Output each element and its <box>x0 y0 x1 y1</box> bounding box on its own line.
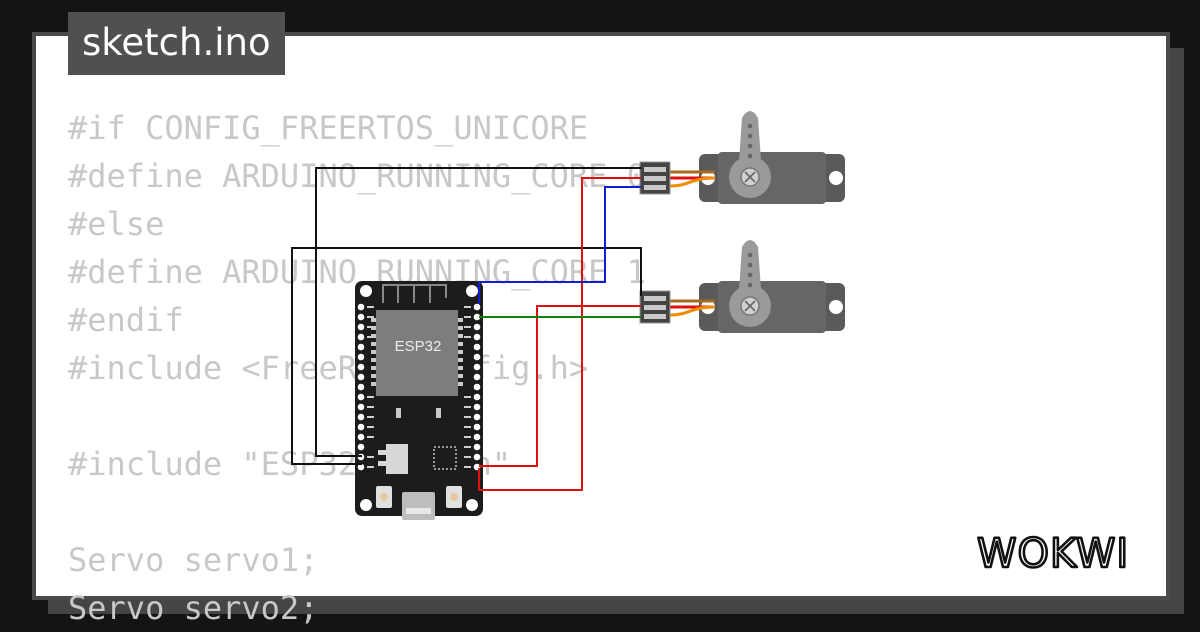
mount-hole <box>466 499 478 511</box>
mount-hole <box>360 499 372 511</box>
servo-2-cable <box>669 299 716 317</box>
pin-header-right <box>473 303 481 471</box>
usb-serial-chip <box>433 446 457 470</box>
servo-mount-hole <box>829 171 843 185</box>
wokwi-logo-text: WOKWI <box>977 531 1129 577</box>
voltage-regulator <box>386 444 408 474</box>
code-line: #else <box>68 205 165 243</box>
code-line: #if CONFIG_FREERTOS_UNICORE <box>68 109 589 147</box>
wire-power-servo-2 <box>479 305 641 467</box>
servo-mount-hole <box>829 300 843 314</box>
wokwi-logo-mark: WOKWI <box>976 530 1130 579</box>
mount-hole <box>466 285 478 297</box>
servo-motor-2[interactable] <box>699 240 845 333</box>
code-line: Servo servo2; <box>68 589 319 627</box>
code-line: Servo servo1; <box>68 541 319 579</box>
micro-usb-port <box>402 492 435 520</box>
esp32-chip-label: ESP32 <box>395 338 442 355</box>
antenna-trace <box>382 284 447 303</box>
file-tab[interactable]: sketch.ino <box>68 12 285 75</box>
pin-silkscreen <box>367 306 471 468</box>
code-line: #endif <box>68 301 184 339</box>
servo-motor-1[interactable] <box>699 111 845 204</box>
wire-ground-servo-1 <box>315 167 641 457</box>
module-pads <box>371 318 463 418</box>
wire-power-servo-1 <box>478 177 641 491</box>
wire-ground-servo-2 <box>291 247 642 465</box>
esp32-board[interactable]: ESP32 <box>355 281 483 520</box>
pin-header-left <box>357 303 365 471</box>
wokwi-logo: WOKWI <box>975 527 1155 579</box>
mount-hole <box>360 285 372 297</box>
servo-1-cable <box>669 170 716 188</box>
esp32-module <box>376 310 458 396</box>
code-line: #define ARDUINO_RUNNING_CORE 0 <box>68 157 646 195</box>
wire-signal-servo-1 <box>478 186 641 304</box>
